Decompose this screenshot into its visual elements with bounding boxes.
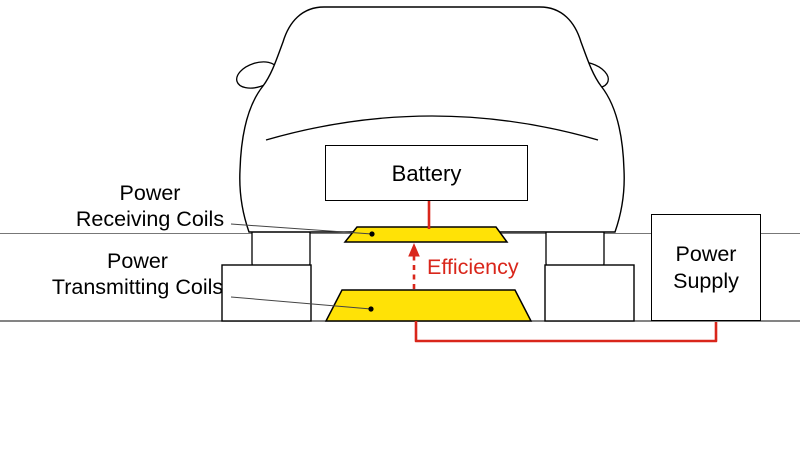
efficiency-arrowhead <box>408 243 420 257</box>
receiving-coil-shape <box>343 226 509 243</box>
efficiency-label: Efficiency <box>427 255 519 279</box>
transmitting-coils-label-line1: Power <box>107 249 168 273</box>
receiving-coils-label-line1: Power <box>119 181 181 205</box>
battery-label: Battery <box>391 160 462 186</box>
receiving-coil-dot <box>369 231 375 237</box>
power-supply-box: Power Supply <box>651 214 761 321</box>
power-supply-label-line1: Power <box>675 241 737 266</box>
transmitting-coils-label: Power Transmitting Coils <box>15 248 260 300</box>
transmitting-coil-dot <box>368 306 374 312</box>
left-block <box>221 264 312 322</box>
battery-box: Battery <box>325 145 528 201</box>
receiving-coils-label: Power Receiving Coils <box>40 180 260 232</box>
right-block <box>544 264 635 322</box>
transmitting-coil-shape <box>324 289 533 322</box>
windshield-line <box>265 115 599 141</box>
receiving-coils-label-line2: Receiving Coils <box>75 207 225 231</box>
transmitting-leader-line <box>230 296 372 310</box>
transmitting-coils-label-line2: Transmitting Coils <box>51 275 224 299</box>
power-supply-label-line2: Supply <box>673 268 739 293</box>
receiving-leader-line <box>230 223 373 235</box>
supply-wire <box>414 321 718 343</box>
